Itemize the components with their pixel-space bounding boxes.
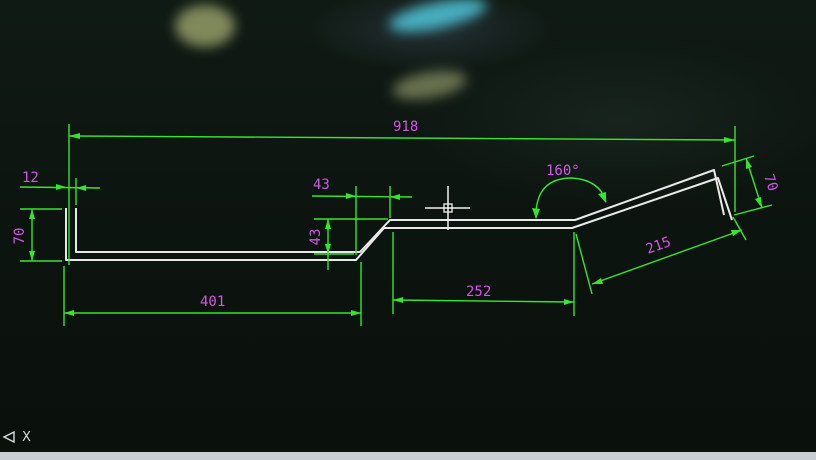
dim-bend-angle: 160° (532, 163, 607, 219)
dim-text-left-flange-height: 70 (12, 228, 28, 245)
dim-text-step-horizontal: 43 (313, 177, 330, 193)
status-bar[interactable] (0, 452, 816, 460)
dim-step-horizontal: 43 (311, 177, 413, 255)
dim-text-left-flange-thickness: 12 (22, 170, 39, 186)
dim-inclined-run: 215 (575, 216, 747, 295)
dim-overall-length: 918 (68, 119, 736, 265)
close-icon[interactable]: X (22, 429, 31, 445)
crosshair-cursor (425, 186, 470, 230)
dim-text-right-flange-height: 70 (760, 172, 780, 193)
part-profile (65, 169, 733, 261)
screen-glare (175, 5, 235, 47)
dim-left-flange-thickness: 12 (19, 170, 101, 205)
dim-step-vertical: 43 (308, 218, 388, 270)
dim-left-flange-height: 70 (12, 208, 62, 262)
dim-text-middle-run: 252 (466, 284, 491, 300)
dim-bottom-run: 401 (63, 262, 362, 326)
dim-right-flange-height: 70 (721, 155, 781, 216)
dim-middle-run: 252 (392, 232, 575, 316)
dim-text-inclined-run: 215 (644, 234, 673, 258)
ucs-arrow-icon (2, 430, 15, 444)
dim-text-overall-length: 918 (393, 119, 418, 135)
dim-text-bend-angle: 160° (546, 163, 580, 179)
command-line-area[interactable]: X (2, 428, 31, 446)
dim-text-bottom-run: 401 (200, 294, 225, 310)
dim-text-step-vertical: 43 (308, 229, 324, 246)
